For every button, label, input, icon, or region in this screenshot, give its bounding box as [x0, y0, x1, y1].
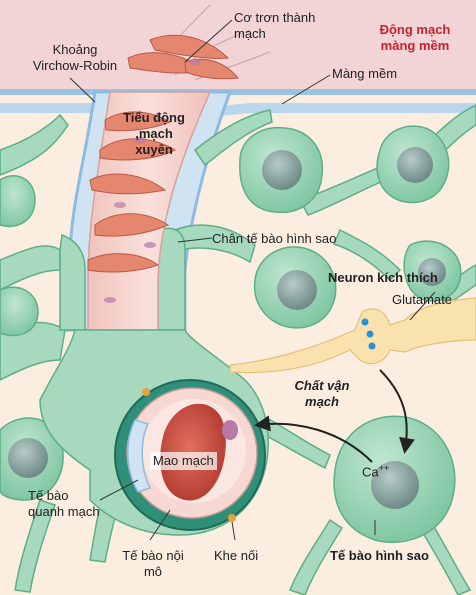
- astrocyte-nuclei: [8, 147, 446, 509]
- leader-lines: [69, 19, 436, 541]
- arteriole-wall-nuclei: [104, 59, 201, 303]
- label-arteriole-line2: ,mạch: [135, 126, 173, 141]
- label-vasoactive-line1: Chất vận: [294, 378, 350, 393]
- label-calcium: Ca++: [362, 460, 389, 480]
- label-calcium-symbol: Ca: [362, 464, 379, 480]
- excitatory-neuron: [229, 297, 476, 374]
- label-endothelial-line1: Tế bào nội: [122, 548, 184, 563]
- label-pericyte: Tế bào quanh mạch: [28, 488, 100, 520]
- label-pial-artery-line2: màng mềm: [380, 38, 450, 53]
- label-astrocyte-endfeet: Chân tế bào hình sao: [212, 231, 337, 246]
- pericyte: [127, 419, 152, 493]
- label-endothelial: Tế bào nội mô: [108, 548, 198, 580]
- label-vasoactive-line2: mạch: [305, 394, 339, 409]
- label-virchow-robin-space: Khoảng Virchow-Robin: [20, 42, 130, 74]
- calcium-signal-arrow: [379, 369, 415, 454]
- vasoactive-arrow: [254, 415, 373, 463]
- label-virchow-robin-line1: Khoảng: [52, 42, 98, 57]
- label-arteriole-line1: Tiểu động: [123, 110, 185, 125]
- label-pericyte-line1: Tế bào: [28, 488, 69, 503]
- pia-mater-band: [0, 0, 476, 92]
- gap-junctions: [142, 388, 236, 522]
- label-astrocyte: Tế bào hình sao: [330, 548, 429, 563]
- label-calcium-charge: ++: [378, 463, 390, 473]
- label-endothelial-line2: mô: [143, 564, 163, 579]
- glutamate-vesicles: [361, 318, 376, 350]
- label-arteriole-line3: xuyên: [135, 142, 173, 157]
- label-excitatory-neuron: Neuron kích thích: [328, 270, 438, 285]
- label-smooth-muscle-line2: mạch: [234, 26, 266, 41]
- pia-mater-lower-line: [0, 103, 476, 117]
- label-pia-mater: Màng mềm: [332, 66, 398, 81]
- label-virchow-robin-line2: Virchow-Robin: [32, 58, 118, 73]
- label-vasoactive: Chất vận mạch: [282, 378, 362, 410]
- astrocyte-endfoot-left: [59, 233, 86, 331]
- label-glutamate: Glutamate: [392, 292, 452, 307]
- label-pial-artery-line1: Động mạch: [379, 22, 451, 37]
- label-pericyte-line2: quanh mạch: [28, 504, 100, 519]
- label-smooth-muscle-line1: Cơ trơn thành: [234, 10, 316, 25]
- label-smooth-muscle: Cơ trơn thành mạch: [234, 10, 315, 42]
- label-penetrating-arteriole: Tiểu động ,mạch xuyên: [104, 110, 204, 158]
- label-gap-junction: Khe nối: [214, 548, 259, 563]
- label-capillary: Mao mạch: [150, 452, 217, 470]
- endothelial-nucleus: [222, 420, 238, 440]
- label-pial-artery: Động mạch màng mềm: [360, 22, 470, 54]
